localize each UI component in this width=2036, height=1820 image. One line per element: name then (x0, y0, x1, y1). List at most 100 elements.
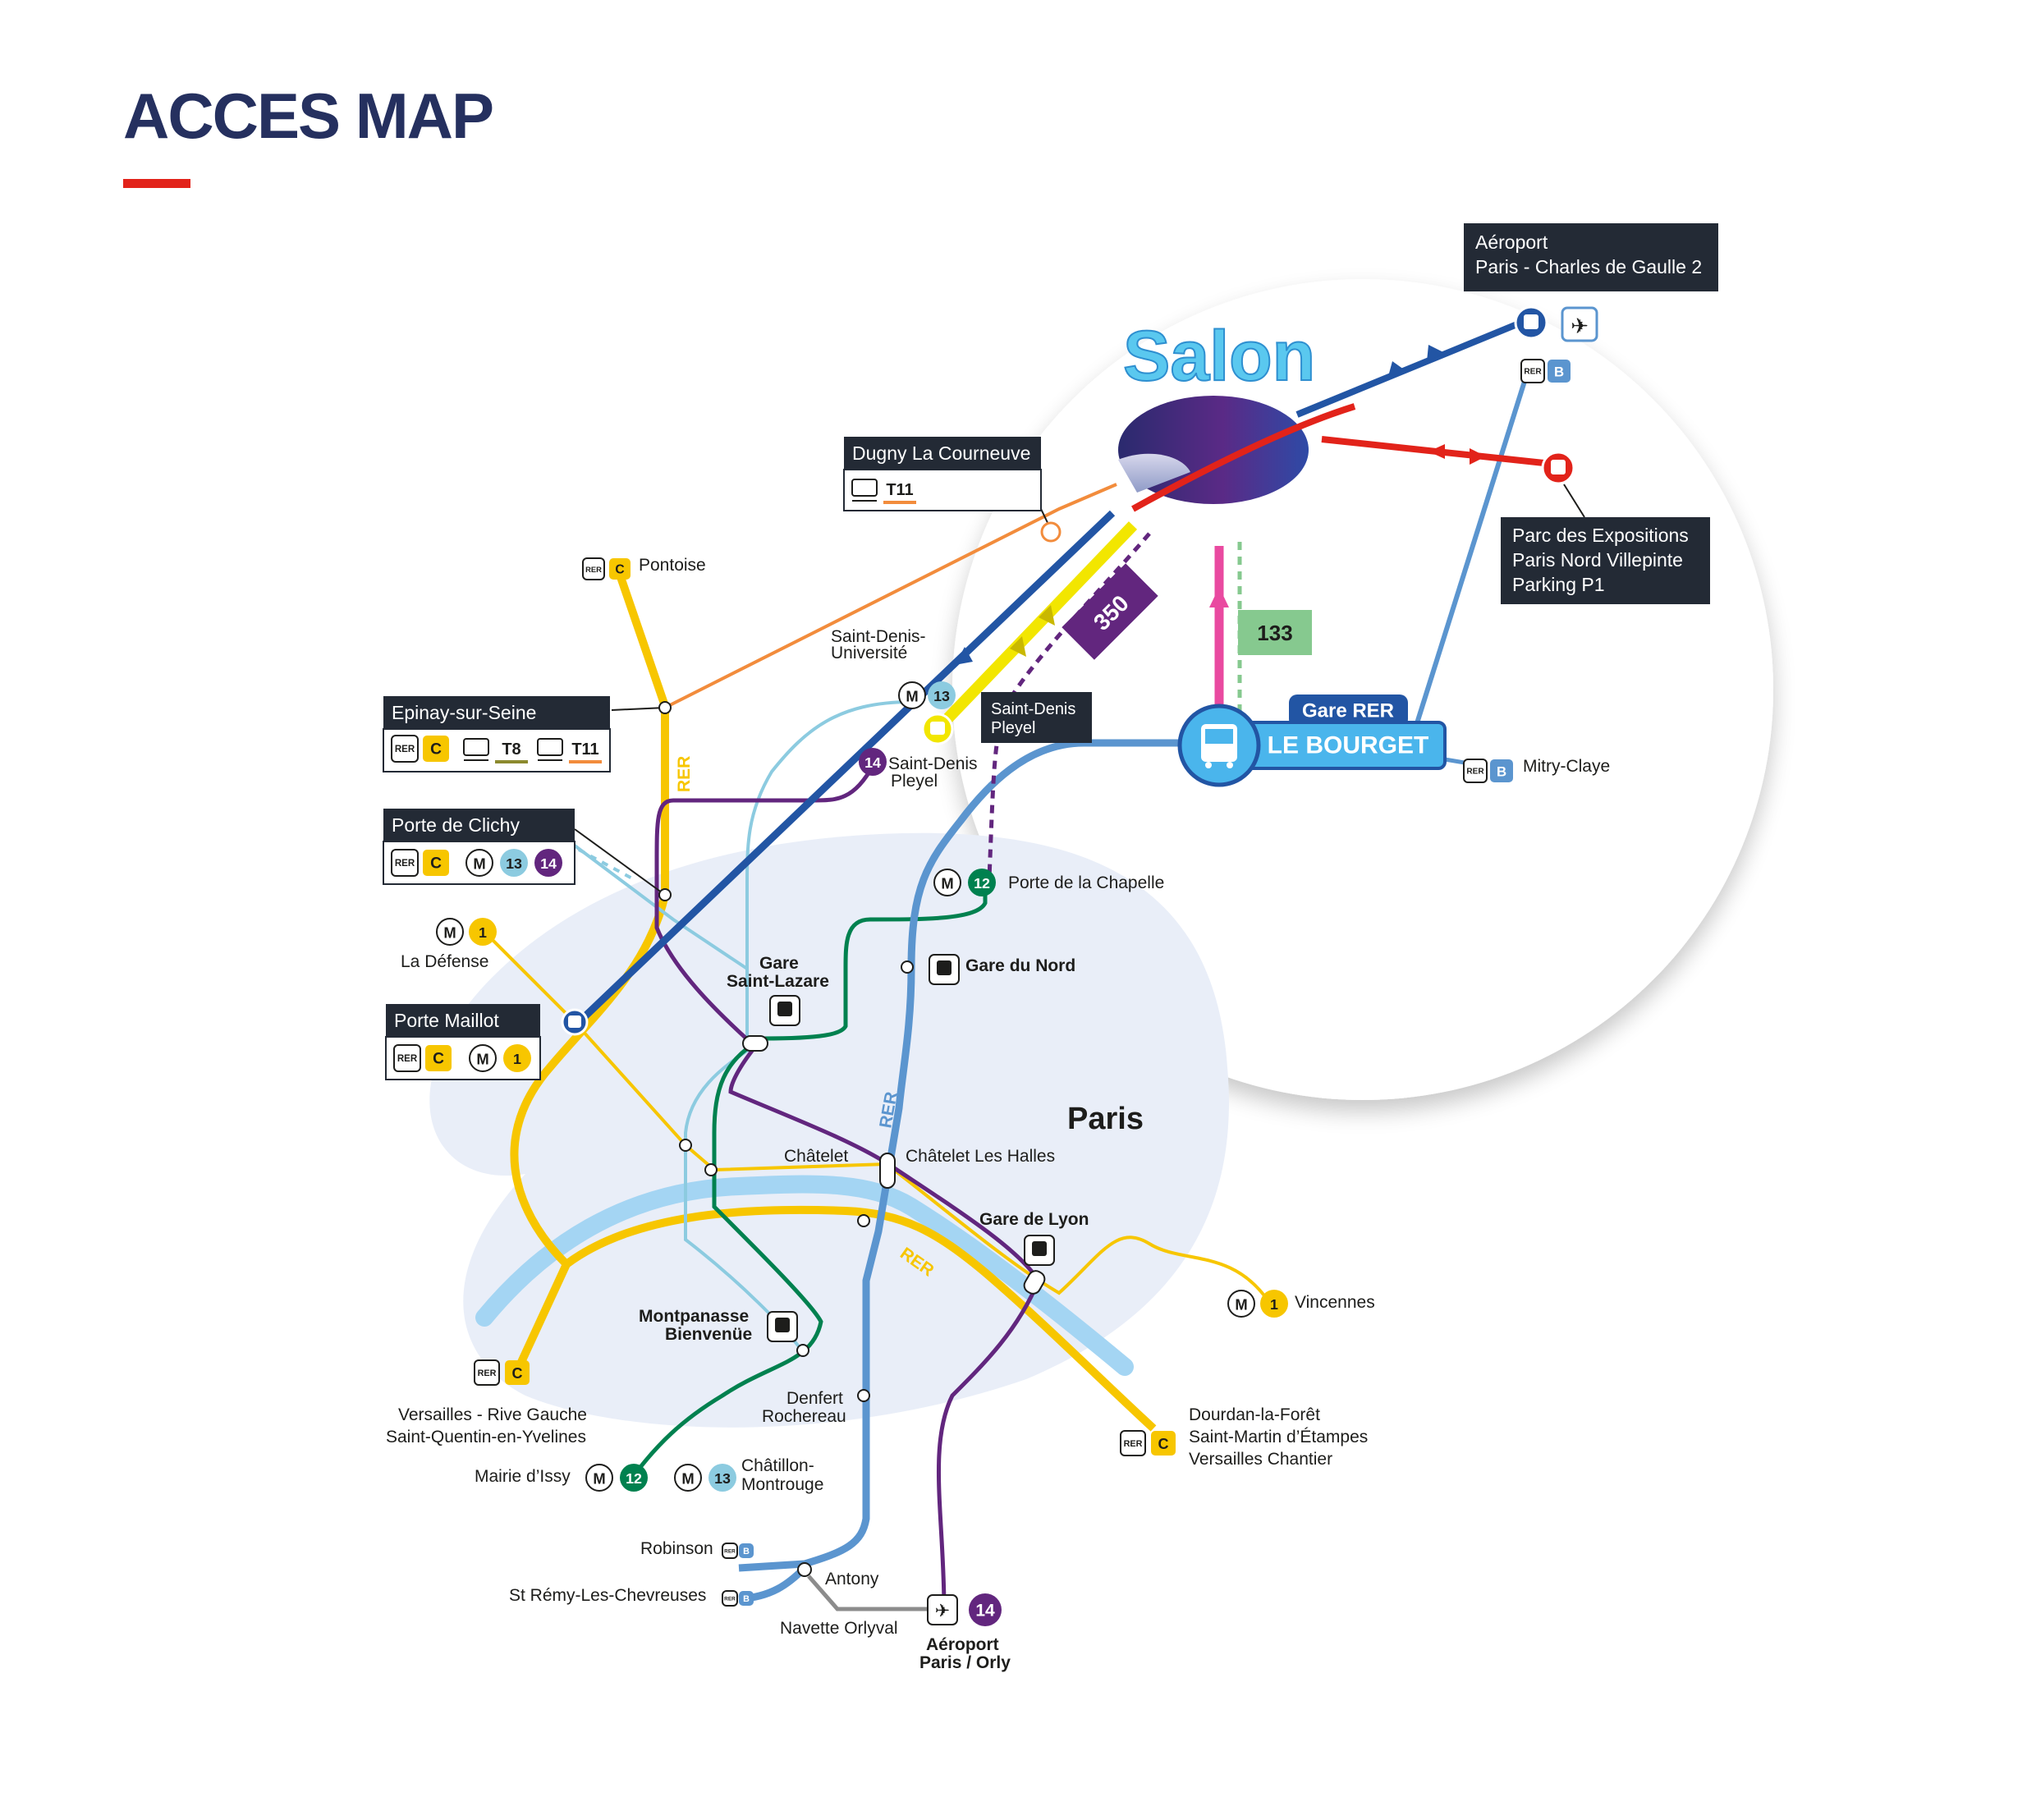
svg-text:Dourdan-la-Forêt: Dourdan-la-Forêt (1189, 1405, 1320, 1424)
arrow-yellow-1 (1010, 636, 1026, 657)
rer-b-badge-label: B (743, 1594, 750, 1604)
rer-logo-label: RER (1524, 368, 1542, 377)
rer-b-badge-icon (739, 1591, 754, 1606)
cdg-bus-line (1295, 317, 1529, 418)
rer-c-badge-icon (425, 1045, 452, 1071)
rer-logo-icon (1520, 359, 1545, 383)
metro-14-badge-icon (859, 748, 887, 776)
svg-text:Saint-Denis: Saint-Denis (991, 700, 1075, 718)
navette-arrow (1209, 587, 1229, 607)
le-bourget-main-label: LE BOURGET (1268, 732, 1429, 759)
metro-logo-label: M (473, 855, 485, 873)
metro-14-badge-label: 14 (975, 1602, 995, 1621)
salon-logo-swoosh (1131, 403, 1356, 512)
tram-t11-badge-label: T11 (886, 481, 913, 499)
metro-1-badge-icon (469, 918, 497, 946)
tram-t11-badge-label: T11 (571, 740, 598, 759)
info-box-epinay: Epinay-sur-Seine (383, 696, 611, 772)
metro-14-badge-label: 14 (540, 855, 557, 872)
metro-logo-icon (674, 1464, 702, 1492)
salon-logo-wing (1118, 453, 1190, 493)
rer-b-badge-icon (1490, 759, 1513, 782)
rer-c-badge-icon (609, 558, 631, 580)
paris-label: Paris (1067, 1102, 1144, 1136)
svg-text:Mitry-Claye: Mitry-Claye (1523, 757, 1610, 776)
orly-plane-glyph: ✈ (935, 1601, 950, 1621)
arrow-cdg-2 (1427, 345, 1445, 361)
rer-logo-label: RER (395, 745, 415, 754)
metro-logo-icon (465, 849, 493, 877)
metro-logo-icon (1227, 1290, 1255, 1318)
rer-c-badge-label: C (512, 1365, 523, 1382)
metro-logo-icon (436, 918, 464, 946)
rer-b-badge-icon (739, 1543, 754, 1558)
tram-t8-badge-stripe (495, 760, 528, 763)
metro-logo-label: M (476, 1051, 488, 1068)
rer-logo-label: RER (724, 1597, 736, 1602)
metro-13-badge-label: 13 (714, 1470, 731, 1487)
metro-logo-icon (933, 869, 961, 896)
metro-13-badge-icon (708, 1464, 736, 1492)
svg-text:Aéroport: Aéroport (1475, 232, 1548, 253)
rer-logo-icon (722, 1590, 738, 1607)
svg-text:Aéroport: Aéroport (926, 1635, 999, 1654)
info-box-maillot: Porte Maillot (385, 1004, 541, 1080)
svg-text:Châtelet Les Halles: Châtelet Les Halles (906, 1147, 1055, 1166)
svg-text:Paris / Orly: Paris / Orly (919, 1653, 1011, 1672)
metro-13-dashed (578, 848, 633, 880)
bus-yellow-line (935, 521, 1138, 731)
le-bourget-top-label: Gare RER (1302, 700, 1394, 722)
svg-text:La Défense: La Défense (401, 952, 488, 971)
svg-text:St Rémy-Les-Chevreuses: St Rémy-Les-Chevreuses (509, 1586, 706, 1605)
tram-t11-line (664, 483, 1117, 709)
metro-logo-label: M (906, 688, 918, 705)
rer-b-badge-icon (1548, 360, 1571, 383)
svg-text:Versailles Chantier: Versailles Chantier (1189, 1450, 1332, 1469)
page-title: ACCES MAP (123, 80, 493, 152)
metro-12-badge-icon (968, 869, 996, 896)
metro-logo-label: M (443, 924, 456, 942)
svg-text:Saint-Quentin-en-Yvelines: Saint-Quentin-en-Yvelines (386, 1428, 586, 1446)
svg-text:Saint-Martin d’Étampes: Saint-Martin d’Étampes (1189, 1428, 1368, 1446)
rer-logo-icon (582, 557, 605, 580)
svg-text:Denfert: Denfert (786, 1389, 843, 1408)
salon-wordmark: Salon (1123, 317, 1315, 396)
metro-12-badge-icon (620, 1464, 648, 1492)
rer-c-badge-label: C (1158, 1436, 1169, 1452)
svg-text:Gare du Nord: Gare du Nord (965, 956, 1075, 975)
cdg-plane-icon (1561, 306, 1598, 342)
metro-12-badge-label: 12 (974, 875, 990, 892)
rer-c-badge-label: C (430, 741, 442, 759)
rer-logo-icon (391, 735, 419, 763)
metro-14-badge-icon (534, 849, 562, 877)
metro-logo-label: M (1235, 1296, 1247, 1313)
arrow-dark-blue (955, 647, 973, 665)
tram-icon (537, 738, 563, 756)
svg-text:Gare de Lyon: Gare de Lyon (979, 1210, 1089, 1229)
title-underline (123, 179, 190, 188)
svg-text:Pleyel: Pleyel (891, 772, 938, 791)
svg-text:Châtillon-: Châtillon- (741, 1456, 814, 1475)
metro-13-badge-icon (928, 681, 956, 709)
arrow-parc-1 (1428, 444, 1445, 459)
metro-logo-label: M (941, 875, 953, 892)
rer-logo-label: RER (397, 1054, 418, 1064)
orlyval-line (807, 1575, 928, 1611)
svg-text:Mairie d’Issy: Mairie d’Issy (475, 1467, 571, 1486)
rer-logo-label: RER (1466, 768, 1484, 777)
svg-text:Dugny La Courneuve: Dugny La Courneuve (852, 442, 1030, 464)
svg-text:Pontoise: Pontoise (639, 556, 706, 575)
tram-t8-badge-label: T8 (502, 740, 520, 759)
metro-1-badge-label: 1 (1270, 1296, 1278, 1313)
rer-c-badge-icon (1151, 1431, 1176, 1456)
metro-13-branch (573, 844, 749, 970)
metro-1-badge-icon (1260, 1290, 1288, 1318)
rer-b-cdg-line (1410, 373, 1529, 740)
rer-c-line (510, 573, 669, 1373)
rer-c-badge-icon (423, 736, 449, 762)
svg-text:Epinay-sur-Seine: Epinay-sur-Seine (392, 702, 536, 723)
metro-14-line (654, 762, 1041, 1610)
svg-text:Vincennes: Vincennes (1295, 1293, 1375, 1312)
